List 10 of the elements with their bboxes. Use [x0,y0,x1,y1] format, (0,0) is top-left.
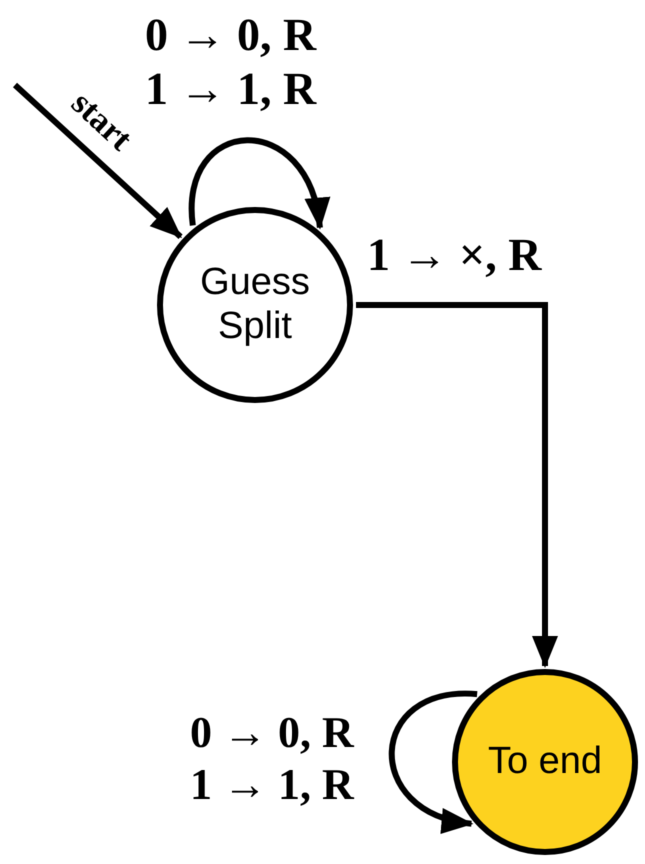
edge-label: 0 → 0, R 1 → 1, R [145,8,318,116]
edge-label: 1 → ×, R [367,228,543,282]
state-label: Guess Split [199,261,311,349]
self-loop-arrow [388,691,478,831]
edge-label: start [64,86,138,158]
state-label: To end [488,740,602,784]
transition-arrow [356,302,558,668]
self-loop-arrow [188,137,328,230]
transition-arrow [12,82,183,239]
edge-label: 0 → 0, R 1 → 1, R [190,707,356,811]
